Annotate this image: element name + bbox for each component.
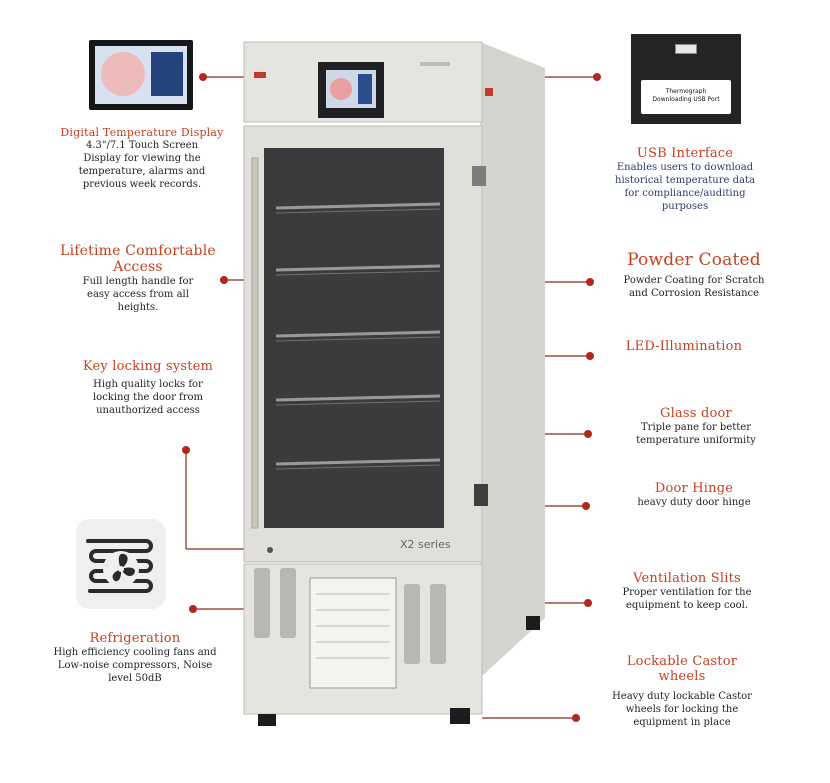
- info-placard: [309, 577, 397, 689]
- brand-logo: [254, 72, 266, 78]
- callout-vent: Ventilation Slits Proper ventilation for…: [612, 571, 762, 612]
- callout-lock-title: Key locking system: [82, 359, 214, 374]
- screen-readout: [358, 74, 372, 104]
- callout-vent-desc: Proper ventilation for the equipment to …: [622, 587, 752, 611]
- dot-handle: [220, 276, 228, 284]
- callout-hinge: Door Hinge heavy duty door hinge: [624, 481, 764, 509]
- door-handle: [251, 157, 259, 529]
- castor-wheel-left: [258, 714, 276, 726]
- callout-vent-title: Ventilation Slits: [633, 571, 741, 586]
- upper-hinge: [472, 166, 486, 186]
- callout-led-title: LED-Illumination: [625, 339, 743, 354]
- callout-handle-desc: Full length handle for easy access from …: [82, 276, 194, 313]
- touchscreen-display-icon: [89, 40, 193, 110]
- callout-display: Digital Temperature Display 4.3"/7.1 Tou…: [54, 126, 230, 191]
- callout-fridge-title: Refrigeration: [89, 631, 181, 646]
- callout-usb-title: USB Interface: [636, 146, 734, 161]
- dot-glass: [584, 430, 592, 438]
- screen-chart-dial: [330, 78, 352, 100]
- dot-display: [199, 73, 207, 81]
- dot-led: [586, 352, 594, 360]
- callout-powder-title: Powder Coated: [627, 250, 761, 270]
- callout-handle-title: Lifetime Comfortable Access: [60, 243, 216, 275]
- callout-glass-title: Glass door: [660, 406, 732, 421]
- callout-lock-desc: High quality locks for locking the door …: [92, 379, 204, 416]
- callout-castor: Lockable Castor wheels Heavy duty lockab…: [612, 654, 752, 729]
- model-badge: X2 series: [400, 538, 451, 551]
- callout-powder-desc: Powder Coating for Scratch and Corrosion…: [623, 275, 765, 299]
- placard-lines: [316, 593, 390, 659]
- callout-castor-title: Lockable Castor wheels: [626, 654, 738, 684]
- callout-castor-desc: Heavy duty lockable Castor wheels for lo…: [612, 691, 752, 728]
- usb-port-icon: Thermograph Downloading USB Port: [631, 34, 741, 124]
- callout-powder: Powder Coated Powder Coating for Scratch…: [614, 250, 774, 300]
- dot-lock: [182, 446, 190, 454]
- callout-glass: Glass door Triple pane for better temper…: [626, 406, 766, 447]
- callout-led: LED-Illumination: [614, 339, 754, 354]
- side-indicator: [485, 88, 493, 96]
- cabinet-illustration: X2 series: [243, 41, 545, 726]
- key-lock: [267, 547, 273, 553]
- cabinet-side-panel: [480, 42, 545, 678]
- refrigeration-fan-icon: [76, 519, 166, 609]
- callout-handle: Lifetime Comfortable Access Full length …: [58, 243, 218, 314]
- dot-hinge: [582, 502, 590, 510]
- callout-usb-desc: Enables users to download historical tem…: [615, 162, 755, 212]
- shelves: [275, 202, 441, 466]
- dot-fridge: [189, 605, 197, 613]
- callout-glass-desc: Triple pane for better temperature unifo…: [636, 422, 756, 446]
- callout-hinge-title: Door Hinge: [654, 481, 734, 496]
- callout-hinge-desc: heavy duty door hinge: [637, 497, 751, 508]
- callout-usb: USB Interface Enables users to download …: [610, 146, 760, 213]
- shelf-edges: [275, 208, 441, 470]
- callout-fridge: Refrigeration High efficiency cooling fa…: [50, 631, 220, 685]
- model-plate: [420, 62, 450, 66]
- dot-vent: [584, 599, 592, 607]
- vent-slits: [254, 568, 446, 664]
- castor-wheel-front-right: [450, 708, 470, 724]
- usb-label-line2: Downloading USB Port: [652, 96, 720, 103]
- callout-display-desc: 4.3"/7.1 Touch Screen Display for viewin…: [78, 140, 206, 190]
- callout-lock: Key locking system High quality locks fo…: [66, 359, 230, 417]
- dot-castor: [572, 714, 580, 722]
- dot-powder: [586, 278, 594, 286]
- callout-display-title: Digital Temperature Display: [60, 126, 224, 139]
- lower-hinge: [474, 484, 488, 506]
- dot-usb: [593, 73, 601, 81]
- callout-fridge-desc: High efficiency cooling fans and Low-noi…: [53, 647, 217, 684]
- usb-label-line1: Thermograph: [665, 88, 707, 95]
- castor-wheel-back-right: [526, 616, 540, 630]
